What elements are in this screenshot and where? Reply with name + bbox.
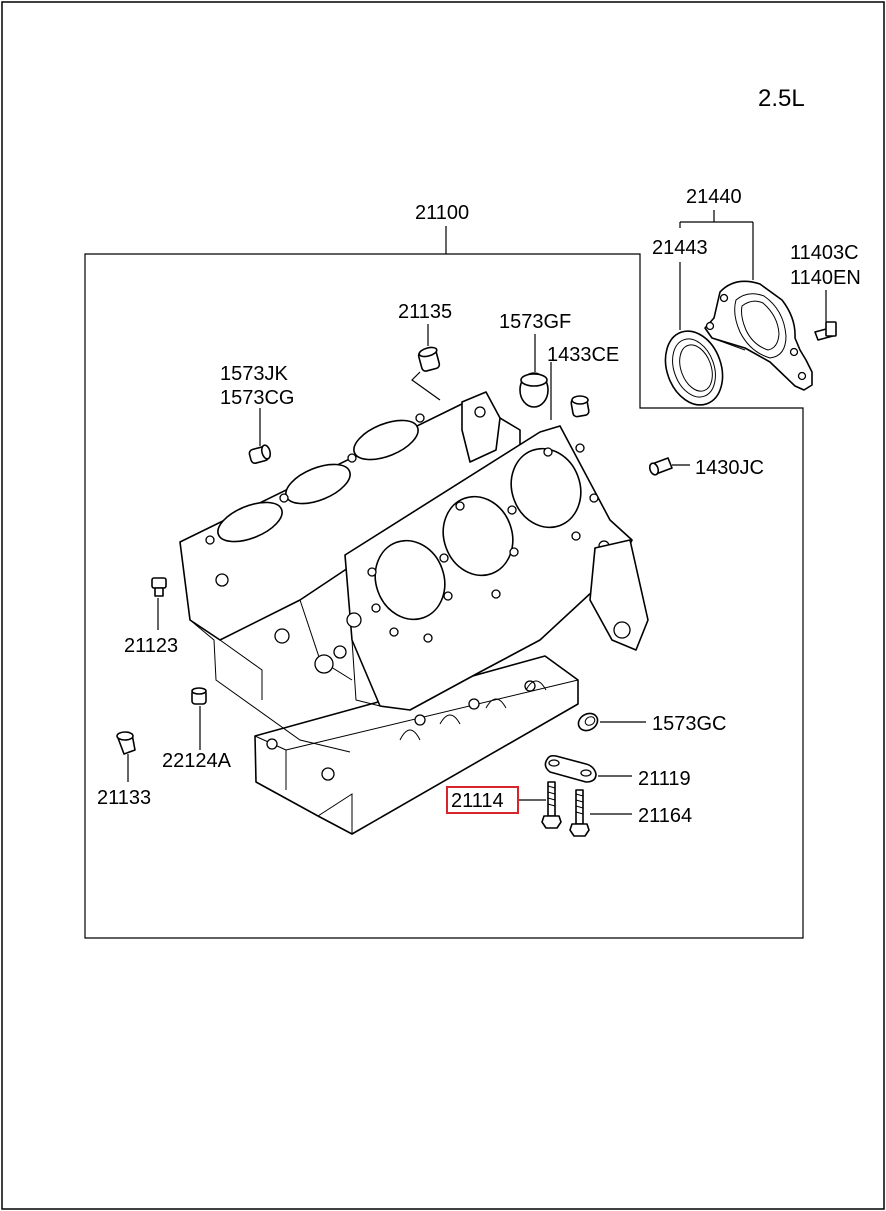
plug-21123 <box>151 577 167 597</box>
callout-1573cg[interactable]: 1573CG <box>220 387 295 409</box>
engine-variant-label: 2.5L <box>758 85 805 112</box>
callout-21164[interactable]: 21164 <box>638 805 692 827</box>
callout-21114[interactable]: 21114 <box>451 790 504 812</box>
callout-1433ce[interactable]: 1433CE <box>547 344 619 366</box>
callout-21440[interactable]: 21440 <box>686 186 742 208</box>
callout-1573gf[interactable]: 1573GF <box>499 311 571 333</box>
callout-1573gc[interactable]: 1573GC <box>652 713 727 735</box>
case-bolt <box>814 290 837 341</box>
callout-1430jc[interactable]: 1430JC <box>695 457 764 479</box>
callout-21443[interactable]: 21443 <box>652 237 708 259</box>
bolt-21164 <box>569 789 590 837</box>
block-assembly-boundary <box>84 253 804 939</box>
callout-21119[interactable]: 21119 <box>638 768 691 790</box>
callout-21133[interactable]: 21133 <box>97 787 151 809</box>
leader-21135 <box>411 324 441 401</box>
rear-oil-seal-case <box>664 280 813 406</box>
bracket-21119 <box>544 754 597 783</box>
callout-1140en[interactable]: 1140EN <box>790 267 861 289</box>
plug-1573gc <box>577 712 599 732</box>
bolt-21114 <box>541 781 562 829</box>
engine-block-illustration <box>179 391 649 835</box>
oil-jet-1430jc <box>648 457 673 476</box>
pin-22124a <box>191 687 207 705</box>
callout-22124a[interactable]: 22124A <box>162 750 232 772</box>
dowel-pin-21135 <box>417 346 441 372</box>
callout-21100[interactable]: 21100 <box>415 202 469 224</box>
leader-21440 <box>679 210 754 280</box>
callout-21123[interactable]: 21123 <box>124 635 178 657</box>
callout-1573jk[interactable]: 1573JK <box>220 363 288 385</box>
plug-1573jk <box>248 444 272 464</box>
plug-1573gf <box>519 372 549 408</box>
plug-21133 <box>116 731 136 755</box>
highlight-box-21114 <box>446 786 519 814</box>
pin-1433ce <box>570 395 590 418</box>
callout-11403c[interactable]: 11403C <box>790 242 859 264</box>
callout-21135[interactable]: 21135 <box>398 301 452 323</box>
